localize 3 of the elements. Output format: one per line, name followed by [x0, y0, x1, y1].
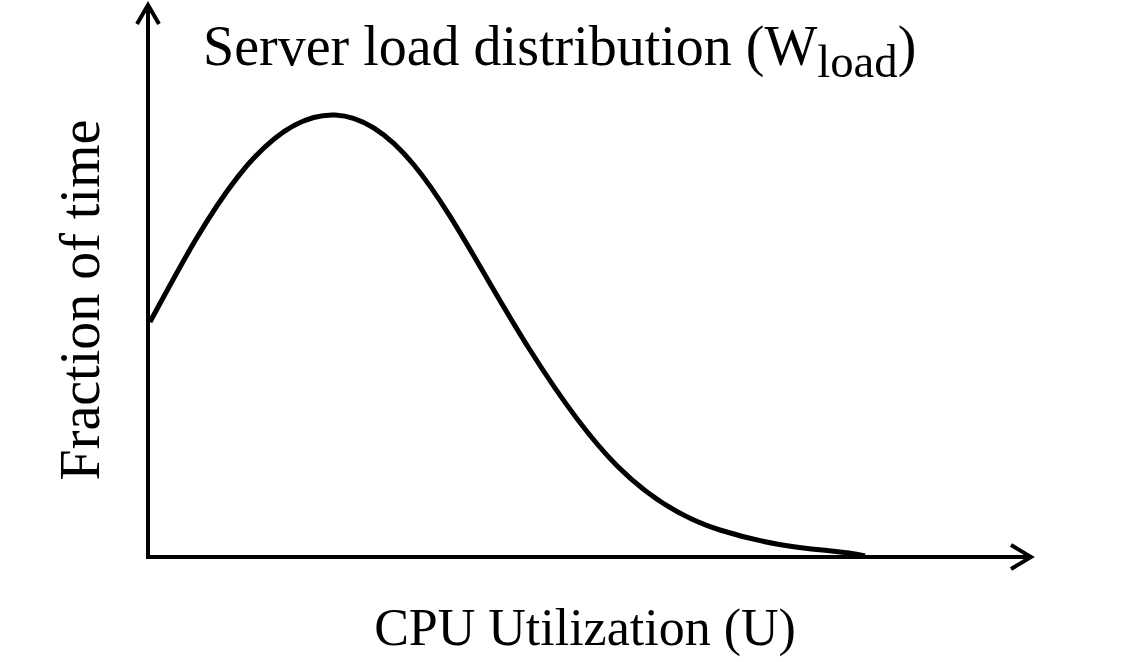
chart-title: Server load distribution (W$_{load}$) [203, 18, 917, 85]
x-axis-label: CPU Utilization (U) [374, 602, 796, 654]
y-axis-label: Fraction of time [52, 119, 108, 481]
